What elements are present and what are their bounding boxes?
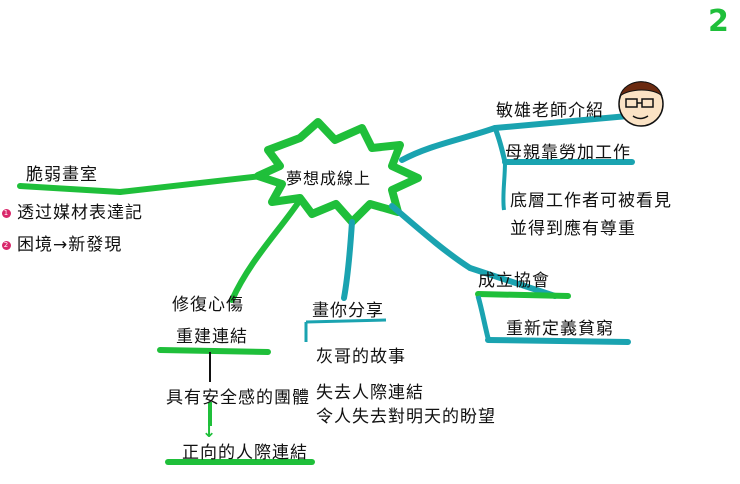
right-branch-3-note: 並得到應有尊重 bbox=[510, 219, 636, 239]
left-branch-title: 脆弱畫室 bbox=[26, 165, 98, 185]
bottom-middle-item-3: 令人失去對明天的盼望 bbox=[316, 407, 496, 427]
right-branch-3-label: 底層工作者可被看見 bbox=[510, 191, 672, 211]
left-branch-item-2: 2 困境→新發現 bbox=[2, 230, 122, 255]
bottom-middle-item-1: 灰哥的故事 bbox=[316, 347, 406, 367]
left-branch-item-1: 1 透过媒材表達記 bbox=[2, 198, 143, 223]
bottom-left-step-1: 具有安全感的團體 bbox=[166, 388, 310, 408]
bottom-left-step-2: 正向的人際連結 bbox=[182, 443, 308, 463]
left-branch-item-1-text: 透过媒材表達記 bbox=[17, 203, 143, 223]
lower-right-branch-sub: 重新定義貧窮 bbox=[506, 319, 614, 339]
bottom-left-title-2: 重建連結 bbox=[176, 327, 248, 347]
center-label: 夢想成線上 bbox=[286, 169, 372, 188]
lower-right-branch-label: 成立協會 bbox=[478, 271, 550, 291]
bottom-middle-title: 畫你分享 bbox=[312, 301, 384, 321]
bullet-2: 2 bbox=[2, 240, 11, 250]
face-with-glasses-icon bbox=[618, 81, 664, 127]
bottom-middle-item-2: 失去人際連結 bbox=[316, 383, 424, 403]
right-branch-1-label: 敏雄老師介紹 bbox=[496, 101, 604, 121]
right-branch-2-label: 母親靠勞加工作 bbox=[505, 143, 631, 163]
page-number: 2 bbox=[708, 4, 729, 39]
bottom-left-title-1: 修復心傷 bbox=[172, 295, 244, 315]
arrow-down-icon: ↓ bbox=[202, 422, 218, 442]
left-branch-item-2-text: 困境→新發現 bbox=[17, 235, 123, 255]
bullet-1: 1 bbox=[2, 208, 11, 218]
